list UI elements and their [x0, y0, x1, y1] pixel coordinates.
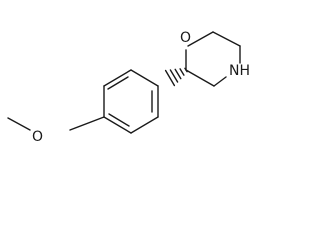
bond-ar5-ar6	[130, 116, 159, 134]
bond-o-ch3	[7, 117, 31, 131]
bond-n4-c5	[213, 76, 227, 87]
bond-ar1-ar2	[130, 69, 159, 87]
bond-ar2-ar3	[103, 69, 132, 87]
structure-diagram: O NH O	[7, 30, 250, 145]
bond-ar4-o	[69, 116, 105, 131]
hashed-wedge-bond	[164, 67, 188, 87]
bond-o1-c2	[187, 31, 214, 47]
methoxy-oxygen-label: O	[32, 129, 43, 145]
ring-nitrogen-label: NH	[229, 63, 250, 79]
double-bond-inner-1	[107, 76, 129, 90]
morpholine-ring	[185, 31, 241, 87]
bond-ar4-ar5	[103, 116, 132, 134]
double-bond-inner-2	[108, 113, 130, 127]
benzene-ring	[103, 69, 159, 134]
bond-c5-c6	[185, 69, 215, 87]
bond-c2-c3	[212, 31, 241, 47]
ring-oxygen-label: O	[180, 30, 191, 46]
methoxy-group	[7, 116, 105, 131]
